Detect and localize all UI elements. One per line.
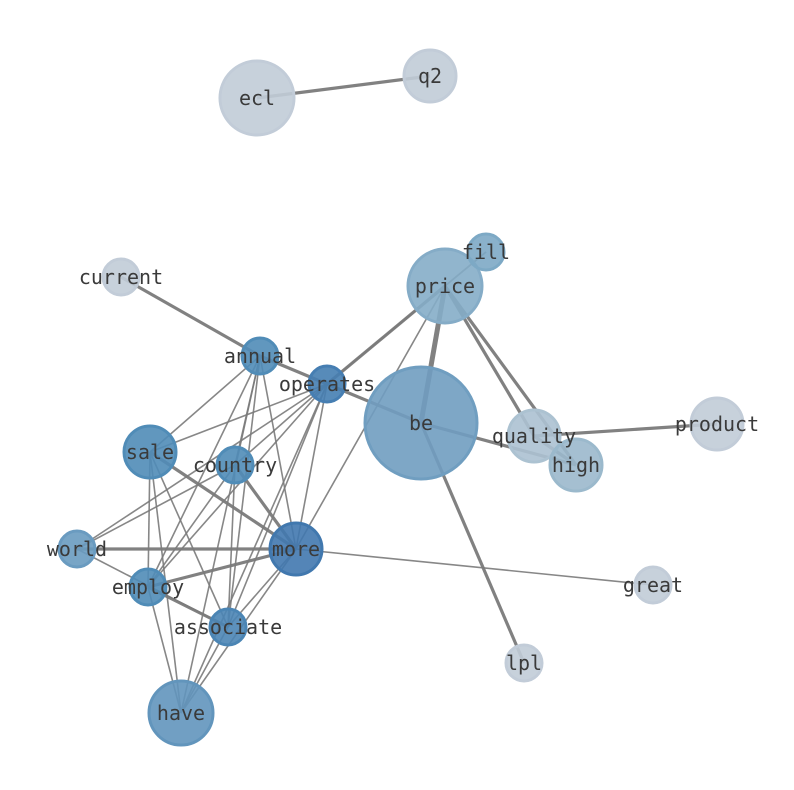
edge-country-operates [234, 383, 328, 466]
node-label-q2: q2 [418, 64, 442, 88]
node-circle-annual[interactable] [240, 336, 280, 376]
edge-more-sale [149, 450, 297, 551]
node-circle-great[interactable] [633, 565, 673, 605]
node-label-current: current [79, 265, 163, 289]
node-label-fill: fill [462, 240, 510, 264]
node-circle-world[interactable] [57, 529, 97, 569]
node-circle-high[interactable] [548, 437, 604, 493]
node-employ[interactable] [128, 567, 168, 607]
edge-world-operates [76, 383, 328, 550]
node-circle-product[interactable] [689, 396, 745, 452]
nodes-layer [57, 48, 745, 747]
edge-more-annual [259, 355, 297, 550]
edge-employ-operates [147, 383, 328, 588]
node-label-have: have [157, 701, 205, 725]
node-associate[interactable] [208, 607, 248, 647]
node-lpl[interactable] [504, 643, 544, 683]
node-fill[interactable] [466, 232, 506, 272]
node-label-lpl: lpl [506, 651, 542, 675]
node-ecl[interactable] [218, 59, 296, 137]
node-circle-sale[interactable] [122, 424, 178, 480]
node-q2[interactable] [402, 48, 458, 104]
node-great[interactable] [633, 565, 673, 605]
node-circle-fill[interactable] [466, 232, 506, 272]
node-world[interactable] [57, 529, 97, 569]
node-label-great: great [623, 573, 683, 597]
node-circle-associate[interactable] [208, 607, 248, 647]
edge-have-operates [180, 383, 328, 714]
labels-layer: be ecl price have q2 quality product high sale mo… [47, 64, 759, 725]
edge-quality-product [533, 422, 718, 438]
edge-current-annual [120, 275, 261, 358]
node-current[interactable] [101, 257, 141, 297]
edge-country-employ [147, 464, 236, 588]
node-label-be: be [409, 411, 433, 435]
node-circle-ecl[interactable] [218, 59, 296, 137]
node-circle-be[interactable] [363, 365, 479, 481]
node-label-operates: operates [279, 372, 375, 396]
edge-more-great [295, 548, 654, 586]
node-circle-operates[interactable] [307, 364, 347, 404]
node-operates[interactable] [307, 364, 347, 404]
edge-have-annual [180, 355, 261, 714]
node-circle-price[interactable] [406, 247, 484, 325]
node-label-more: more [272, 537, 320, 561]
node-quality[interactable] [506, 408, 562, 464]
node-product[interactable] [689, 396, 745, 452]
node-circle-have[interactable] [147, 679, 215, 747]
node-label-high: high [552, 453, 600, 477]
node-label-price: price [415, 274, 475, 298]
node-have[interactable] [147, 679, 215, 747]
node-be[interactable] [363, 365, 479, 481]
node-label-employ: employ [112, 575, 184, 599]
edge-country-world [76, 464, 236, 550]
node-annual[interactable] [240, 336, 280, 376]
node-sale[interactable] [122, 424, 178, 480]
node-circle-country[interactable] [215, 445, 255, 485]
node-more[interactable] [268, 521, 324, 577]
node-label-quality: quality [492, 424, 576, 448]
node-label-sale: sale [126, 440, 174, 464]
edge-sale-operates [149, 383, 328, 453]
node-label-world: world [47, 537, 107, 561]
node-circle-employ[interactable] [128, 567, 168, 607]
node-circle-lpl[interactable] [504, 643, 544, 683]
node-label-associate: associate [174, 615, 282, 639]
node-label-product: product [675, 412, 759, 436]
node-label-country: country [193, 453, 277, 477]
node-label-ecl: ecl [239, 86, 275, 110]
node-country[interactable] [215, 445, 255, 485]
node-high[interactable] [548, 437, 604, 493]
node-circle-current[interactable] [101, 257, 141, 297]
edge-associate-operates [227, 383, 328, 628]
edge-associate-annual [227, 355, 261, 628]
node-circle-quality[interactable] [506, 408, 562, 464]
node-label-annual: annual [224, 344, 296, 368]
node-circle-q2[interactable] [402, 48, 458, 104]
node-circle-more[interactable] [268, 521, 324, 577]
edge-country-associate [227, 464, 236, 628]
edge-employ-annual [147, 355, 261, 588]
edge-more-operates [295, 383, 328, 550]
node-price[interactable] [406, 247, 484, 325]
